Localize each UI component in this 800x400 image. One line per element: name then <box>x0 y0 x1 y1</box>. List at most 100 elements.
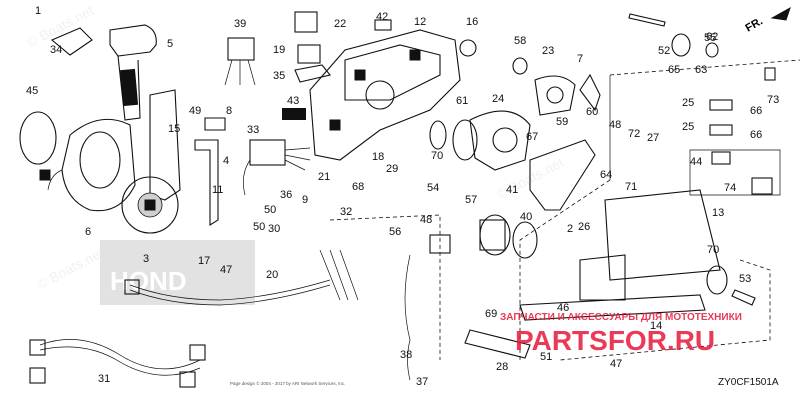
callout-label[interactable]: 25 <box>682 121 694 133</box>
gasket[interactable] <box>294 64 331 83</box>
callout-label[interactable]: 4 <box>223 155 229 167</box>
callout-label[interactable]: 9 <box>302 194 308 206</box>
callout-label[interactable]: 70 <box>431 150 443 162</box>
callout-label[interactable]: 47 <box>220 264 232 276</box>
callout-label[interactable]: 3 <box>143 253 149 265</box>
callout-label[interactable]: 67 <box>526 131 538 143</box>
callout-label[interactable]: 11 <box>212 184 223 196</box>
cam-plate[interactable] <box>534 75 576 116</box>
callout-label[interactable]: 19 <box>273 44 285 56</box>
grip-part[interactable] <box>50 27 93 56</box>
main-cover[interactable] <box>309 29 461 161</box>
callout-label[interactable]: 44 <box>690 156 702 168</box>
o-ring-70[interactable] <box>429 120 447 150</box>
callout-label[interactable]: 72 <box>628 128 640 140</box>
plate-upper[interactable] <box>709 99 733 111</box>
long-bolt[interactable] <box>628 13 666 27</box>
callout-label[interactable]: 28 <box>496 361 508 373</box>
bolt[interactable] <box>731 289 756 306</box>
callout-label[interactable]: 30 <box>268 223 280 235</box>
callout-label[interactable]: 22 <box>334 18 346 30</box>
callout-label[interactable]: 25 <box>682 97 694 109</box>
lever-arm-assembly[interactable] <box>121 89 181 234</box>
switch-housing[interactable] <box>39 118 136 212</box>
callout-label[interactable]: 32 <box>340 206 352 218</box>
control-lever-handle[interactable] <box>109 24 157 121</box>
callout-label[interactable]: 12 <box>414 16 426 28</box>
throttle-arm[interactable] <box>529 139 596 211</box>
bearing[interactable] <box>512 57 528 75</box>
indicator-body[interactable] <box>479 214 538 259</box>
callout-label[interactable]: 34 <box>50 44 62 56</box>
plate-lower[interactable] <box>709 124 733 136</box>
callout-label[interactable]: 29 <box>386 163 398 175</box>
callout-label[interactable]: 71 <box>625 181 637 193</box>
switch-cap[interactable] <box>294 11 318 33</box>
callout-label[interactable]: 66 <box>750 129 762 141</box>
callout-label[interactable]: 2 <box>567 223 573 235</box>
callout-label[interactable]: 18 <box>372 151 384 163</box>
callout-label[interactable]: 15 <box>168 123 180 135</box>
callout-label[interactable]: 5 <box>167 38 173 50</box>
lever-bar[interactable] <box>519 294 706 321</box>
spring-clip[interactable] <box>204 117 226 131</box>
callout-label[interactable]: 21 <box>318 171 330 183</box>
bracket-28[interactable] <box>464 329 531 359</box>
side-plate[interactable] <box>579 189 721 301</box>
grommet[interactable] <box>459 39 477 57</box>
callout-label[interactable]: 50 <box>253 221 265 233</box>
callout-label[interactable]: 65 <box>668 64 680 76</box>
callout-label[interactable]: 33 <box>247 124 259 136</box>
callout-label[interactable]: 48 <box>420 214 432 226</box>
callout-label[interactable]: 73 <box>767 94 779 106</box>
callout-label[interactable]: 66 <box>750 105 762 117</box>
callout-label[interactable]: 1 <box>35 5 41 17</box>
callout-label[interactable]: 48 <box>609 119 621 131</box>
callout-label[interactable]: 58 <box>514 35 526 47</box>
callout-label[interactable]: 52 <box>658 45 670 57</box>
callout-label[interactable]: 62 <box>706 31 718 43</box>
connector[interactable] <box>764 67 776 81</box>
callout-label[interactable]: 41 <box>506 184 518 196</box>
callout-label[interactable]: 20 <box>266 269 278 281</box>
callout-label[interactable]: 31 <box>98 373 110 385</box>
callout-label[interactable]: 42 <box>376 11 388 23</box>
callout-label[interactable]: 40 <box>520 211 532 223</box>
callout-label[interactable]: 17 <box>198 255 210 267</box>
callout-label[interactable]: 55 <box>704 32 716 44</box>
callout-label[interactable]: 54 <box>427 182 439 194</box>
callout-label[interactable]: 47 <box>610 358 622 370</box>
callout-label[interactable]: 56 <box>389 226 401 238</box>
key-switch-harness[interactable] <box>243 139 311 196</box>
callout-label[interactable]: 43 <box>287 95 299 107</box>
callout-label[interactable]: 63 <box>695 64 707 76</box>
callout-label[interactable]: 16 <box>466 16 478 28</box>
callout-label[interactable]: 59 <box>556 116 568 128</box>
callout-label[interactable]: 69 <box>485 308 497 320</box>
seal-ring[interactable] <box>452 119 478 161</box>
callout-label[interactable]: 27 <box>647 132 659 144</box>
label-plate[interactable] <box>282 108 306 120</box>
connector-block[interactable] <box>224 37 256 86</box>
callout-label[interactable]: 57 <box>465 194 477 206</box>
emergency-stop-cord[interactable] <box>404 234 451 381</box>
callout-label[interactable]: 49 <box>189 105 201 117</box>
callout-label[interactable]: 7 <box>577 53 583 65</box>
callout-label[interactable]: 35 <box>273 70 285 82</box>
callout-label[interactable]: 23 <box>542 45 554 57</box>
bracket[interactable] <box>194 139 219 226</box>
callout-label[interactable]: 61 <box>456 95 468 107</box>
main-harness[interactable] <box>124 249 359 306</box>
callout-label[interactable]: 64 <box>600 169 612 181</box>
callout-label[interactable]: 74 <box>724 182 736 194</box>
callout-label[interactable]: 39 <box>234 18 246 30</box>
callout-label[interactable]: 46 <box>557 302 569 314</box>
callout-label[interactable]: 51 <box>540 351 552 363</box>
label-74[interactable] <box>751 177 773 195</box>
gear-plate[interactable] <box>469 110 531 171</box>
callout-label[interactable]: 26 <box>578 221 590 233</box>
label-44[interactable] <box>711 151 731 165</box>
callout-label[interactable]: 38 <box>400 349 412 361</box>
callout-label[interactable]: 45 <box>26 85 38 97</box>
bushing[interactable] <box>671 33 691 57</box>
